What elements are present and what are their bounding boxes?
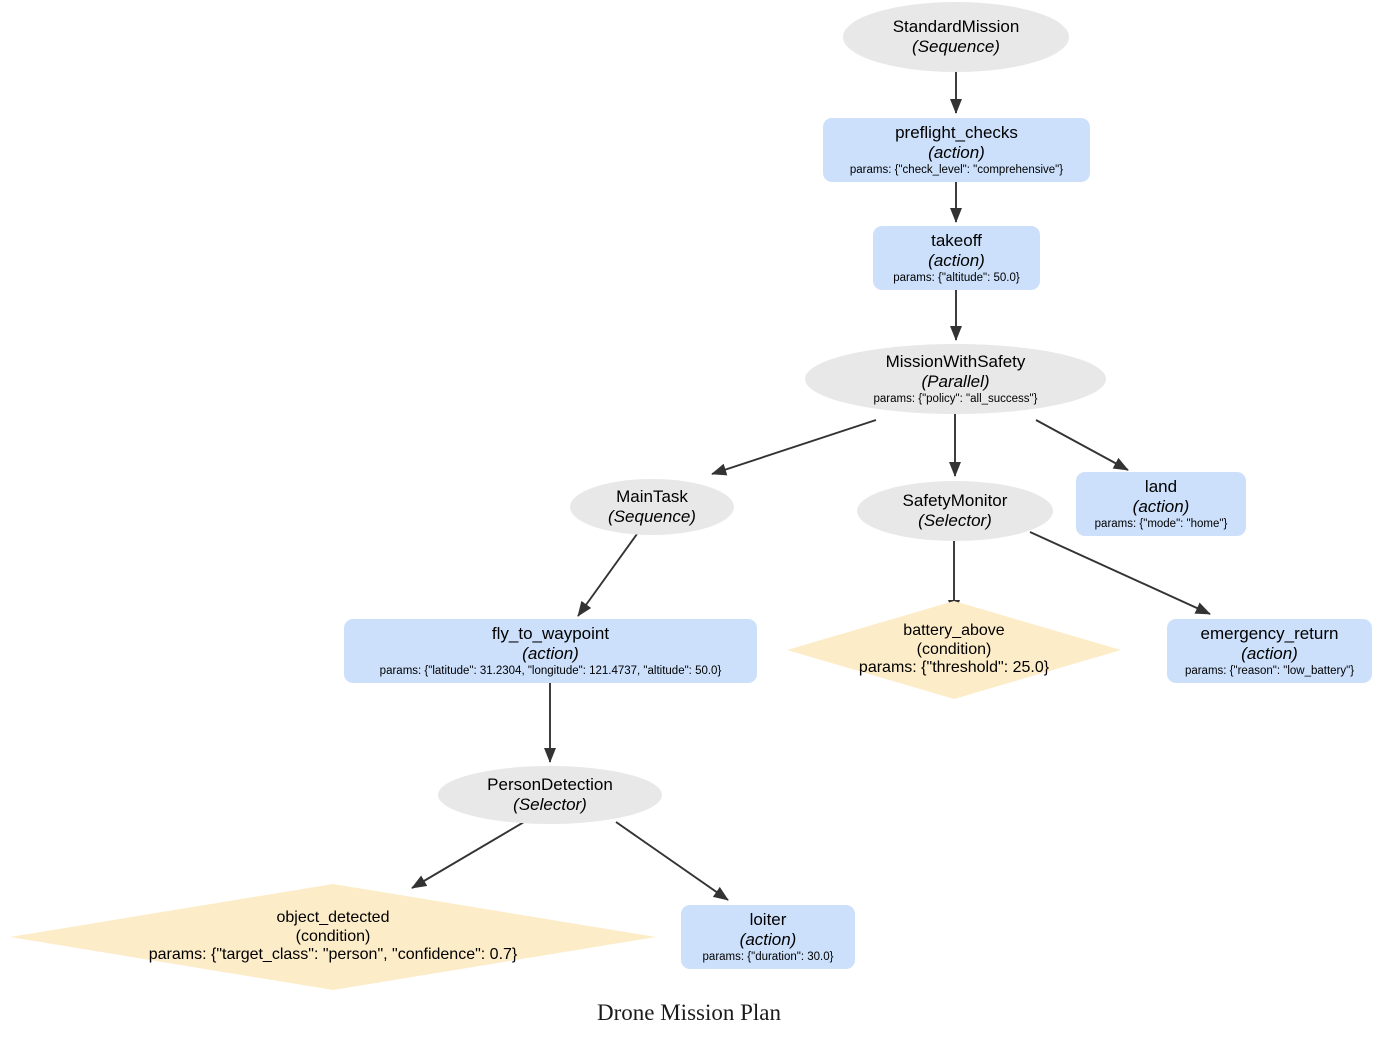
node-fly-to-waypoint[interactable]: fly_to_waypoint (action) params: {"latit… — [344, 619, 757, 683]
edge-missionwithsafety-land — [1035, 419, 1129, 471]
node-type: (action) — [928, 250, 985, 270]
node-object-detected[interactable]: object_detected (condition) params: {"ta… — [10, 884, 656, 990]
node-params: params: {"duration": 30.0} — [702, 950, 834, 963]
node-type: (Parallel) — [921, 371, 990, 391]
node-safetymonitor[interactable]: SafetyMonitor (Selector) — [857, 481, 1053, 541]
node-type: (Selector) — [513, 795, 587, 814]
node-label: PersonDetection — [487, 774, 613, 794]
edge-persondetection-object-detected — [411, 821, 525, 889]
node-label: takeoff — [931, 230, 982, 250]
node-label: fly_to_waypoint — [491, 623, 610, 643]
node-type: (condition) — [916, 640, 992, 658]
edge-maintask-fly-to-waypoint — [577, 533, 638, 617]
node-label: SafetyMonitor — [902, 490, 1008, 510]
node-preflight-checks[interactable]: preflight_checks (action) params: {"chec… — [823, 118, 1090, 182]
node-standardmission[interactable]: StandardMission (Sequence) — [843, 2, 1069, 72]
node-type: (condition) — [295, 927, 371, 945]
node-type: (action) — [522, 643, 579, 663]
node-type: (action) — [1241, 643, 1298, 663]
node-label: preflight_checks — [895, 122, 1018, 142]
diagram-caption: Drone Mission Plan — [597, 1000, 781, 1025]
node-emergency-return[interactable]: emergency_return (action) params: {"reas… — [1167, 619, 1372, 683]
node-type: (action) — [1132, 496, 1190, 516]
node-type: (action) — [928, 142, 985, 162]
node-label: MainTask — [616, 486, 688, 506]
node-label: StandardMission — [892, 16, 1020, 36]
node-label: loiter — [749, 909, 787, 929]
node-persondetection[interactable]: PersonDetection (Selector) — [438, 766, 662, 824]
node-loiter[interactable]: loiter (action) params: {"duration": 30.… — [681, 905, 855, 969]
node-params: params: {"latitude": 31.2304, "longitude… — [379, 664, 722, 677]
node-takeoff[interactable]: takeoff (action) params: {"altitude": 50… — [873, 226, 1040, 290]
node-params: params: {"reason": "low_battery"} — [1184, 664, 1355, 677]
node-type: (action) — [739, 929, 797, 949]
node-params: params: {"target_class": "person", "conf… — [148, 946, 518, 964]
node-maintask[interactable]: MainTask (Sequence) — [570, 479, 734, 535]
node-land[interactable]: land (action) params: {"mode": "home"} — [1076, 472, 1246, 536]
node-label: MissionWithSafety — [885, 351, 1026, 371]
node-params: params: {"altitude": 50.0} — [893, 271, 1020, 284]
node-battery-above[interactable]: battery_above (condition) params: {"thre… — [787, 601, 1121, 699]
edge-missionwithsafety-maintask — [711, 419, 877, 476]
node-missionwithsafety[interactable]: MissionWithSafety (Parallel) params: {"p… — [805, 344, 1106, 414]
node-label: emergency_return — [1200, 623, 1339, 643]
node-label: land — [1144, 476, 1178, 496]
node-type: (Selector) — [918, 511, 992, 530]
node-label: battery_above — [903, 621, 1005, 639]
node-label: object_detected — [276, 908, 390, 926]
node-params: params: {"threshold": 25.0} — [858, 659, 1050, 677]
node-params: params: {"policy": "all_success"} — [873, 392, 1038, 405]
node-type: (Sequence) — [608, 507, 696, 526]
diamond-shape — [10, 884, 656, 990]
node-params: params: {"check_level": "comprehensive"} — [849, 163, 1064, 176]
node-params: params: {"mode": "home"} — [1094, 517, 1228, 530]
diamond-shape — [787, 601, 1121, 699]
node-type: (Sequence) — [912, 37, 1000, 56]
